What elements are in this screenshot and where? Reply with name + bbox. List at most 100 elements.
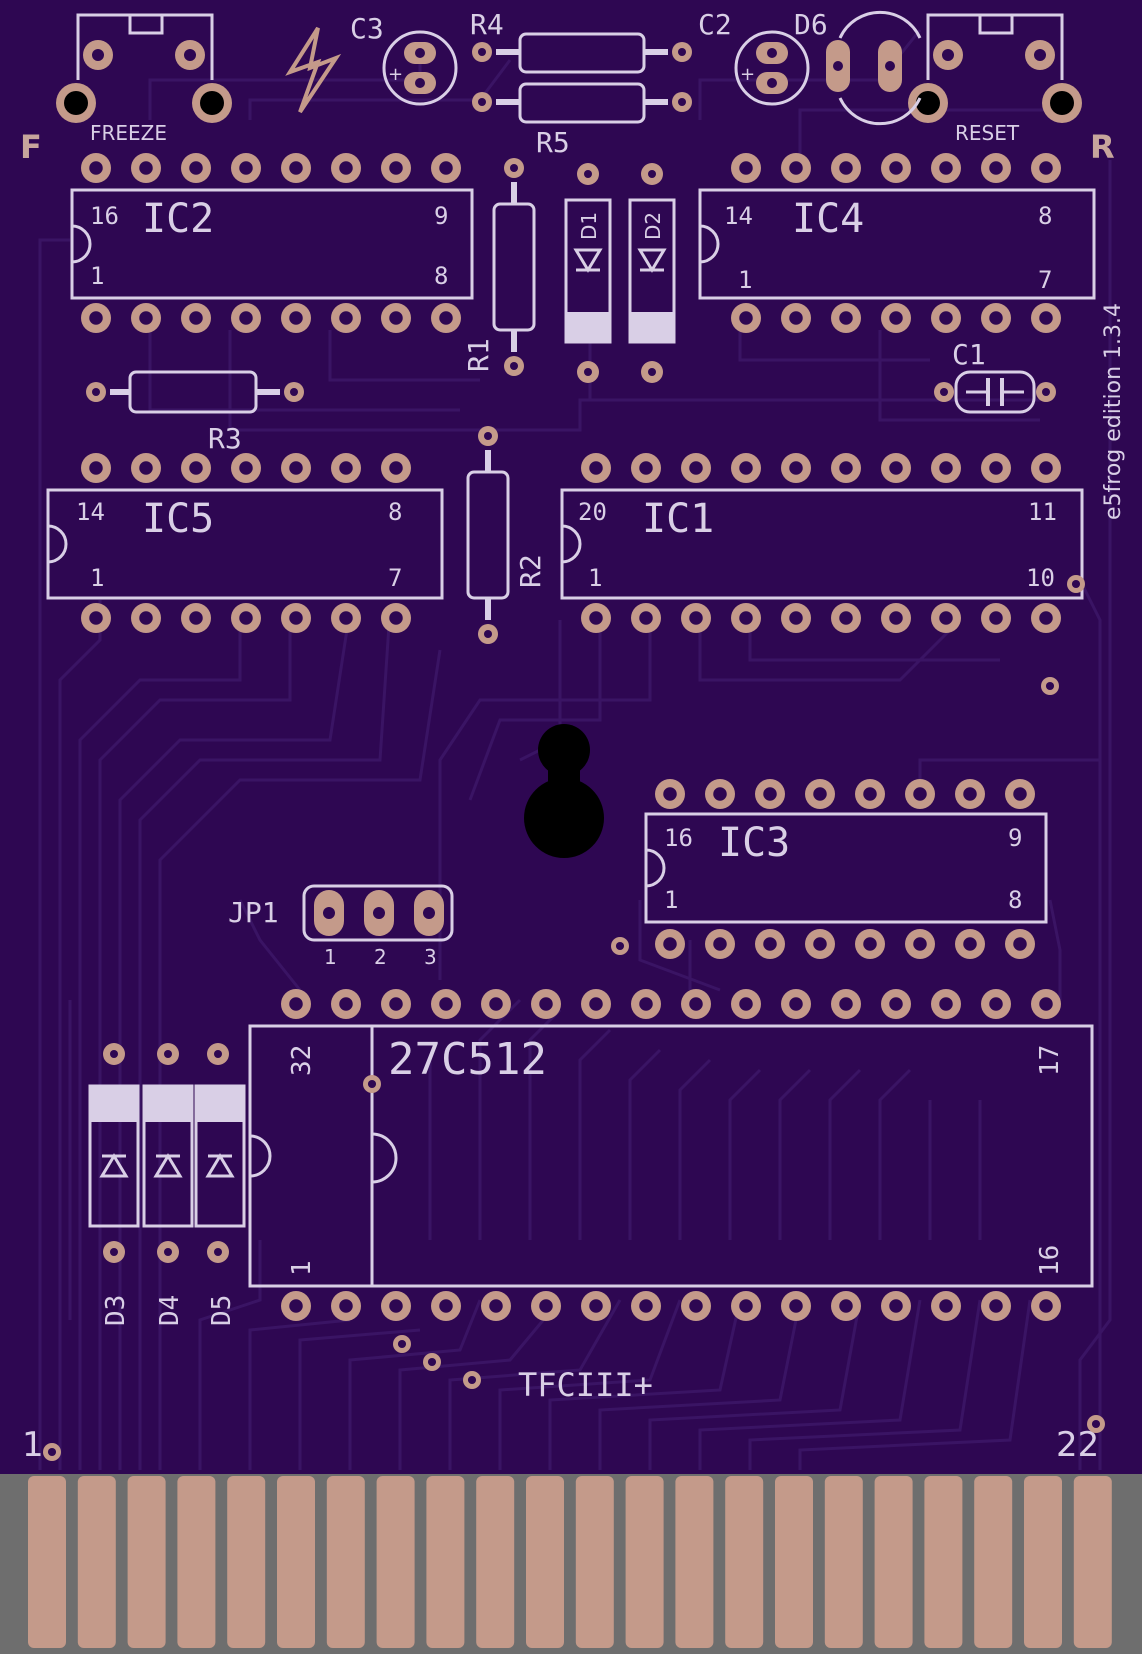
svg-text:+: +: [388, 64, 403, 85]
r3-label: R3: [208, 422, 242, 455]
pad-hole: [913, 787, 927, 801]
resistor-r5: [472, 82, 692, 124]
edge-finger: [28, 1476, 66, 1648]
ic3-footprint: [644, 812, 1048, 924]
d6-label: D6: [794, 8, 828, 41]
jumper-jp1: [302, 884, 454, 942]
edge-finger: [775, 1476, 813, 1648]
pad-hole: [789, 311, 803, 325]
d1-label: D1: [577, 212, 601, 240]
jp1-pin3: 3: [424, 945, 437, 969]
r2-label: R2: [514, 554, 547, 588]
pad-hole: [639, 1299, 653, 1313]
pad-hole: [367, 1079, 377, 1089]
lightning-icon: [285, 26, 342, 114]
pad-hole: [963, 787, 977, 801]
pad-hole: [339, 461, 353, 475]
ic4-pin8: 8: [1038, 202, 1052, 230]
ic2-pin8: 8: [434, 262, 448, 290]
pad-hole: [89, 311, 103, 325]
pad-hole: [989, 161, 1003, 175]
freeze-button-footprint: [56, 13, 232, 123]
pad-hole: [439, 1299, 453, 1313]
pad-hole: [713, 937, 727, 951]
pad-hole: [1039, 461, 1053, 475]
c3-label: C3: [350, 12, 384, 45]
c2-label: C2: [698, 8, 732, 41]
pad-hole: [739, 1299, 753, 1313]
pad-hole: [813, 937, 827, 951]
pad-hole: [339, 611, 353, 625]
pad-hole: [397, 1339, 407, 1349]
pad-hole: [763, 787, 777, 801]
pad-hole: [839, 311, 853, 325]
ic1-footprint: [560, 488, 1084, 600]
pad-hole: [863, 937, 877, 951]
pad-hole: [89, 461, 103, 475]
edge-finger: [476, 1476, 515, 1648]
pad-hole: [89, 161, 103, 175]
svg-text:+: +: [740, 64, 755, 85]
eprom-pin16: 16: [1035, 1245, 1065, 1276]
pad-hole: [789, 461, 803, 475]
pad-hole: [389, 611, 403, 625]
pad-hole: [1039, 611, 1053, 625]
eprom-pin32: 32: [287, 1045, 317, 1076]
pad-hole: [713, 787, 727, 801]
ic2-pin9: 9: [434, 202, 448, 230]
pad-hole: [389, 461, 403, 475]
pad-hole: [789, 1299, 803, 1313]
ic2-footprint: [70, 188, 474, 300]
pad-hole: [839, 461, 853, 475]
pad-hole: [467, 1375, 477, 1385]
ic4-label: IC4: [792, 196, 864, 242]
pad-hole: [289, 161, 303, 175]
pad-hole: [989, 997, 1003, 1011]
ic1-pin1: 1: [588, 564, 602, 592]
diode-d2: [628, 163, 676, 383]
pad-hole: [439, 311, 453, 325]
pad-hole: [663, 937, 677, 951]
r1-label: R1: [462, 338, 495, 372]
edge-finger: [227, 1476, 266, 1648]
edge-finger: [575, 1476, 614, 1648]
edition-label: e5frog edition 1.3.4: [1101, 303, 1126, 520]
pad-hole: [139, 311, 153, 325]
ic4-pin7: 7: [1038, 266, 1052, 294]
pad-hole: [839, 997, 853, 1011]
edge-finger: [1073, 1476, 1112, 1648]
eprom-label: 27C512: [388, 1034, 547, 1085]
pad-hole: [427, 1357, 437, 1367]
edge-finger: [426, 1476, 465, 1648]
ic1-label: IC1: [642, 496, 714, 542]
ic1-pin10: 10: [1026, 564, 1055, 592]
d2-label: D2: [641, 212, 665, 240]
pad-hole: [989, 461, 1003, 475]
ic1-pin11: 11: [1028, 498, 1057, 526]
reset-letter: R: [1090, 128, 1115, 166]
pad-hole: [47, 1447, 57, 1457]
ic2-label: IC2: [142, 196, 214, 242]
capacitor-c3: +: [382, 30, 458, 106]
edge-pin-first: 1: [22, 1425, 44, 1465]
pad-hole: [1039, 1299, 1053, 1313]
resistor-r1: [492, 158, 536, 376]
edge-finger: [625, 1476, 664, 1648]
pad-hole: [863, 787, 877, 801]
diode-d1: [564, 163, 612, 383]
pad-hole: [889, 311, 903, 325]
ic-pads: [81, 153, 1061, 1321]
pad-hole: [739, 311, 753, 325]
ic3-pin16: 16: [664, 824, 693, 852]
ic5-label: IC5: [142, 496, 214, 542]
pad-hole: [589, 1299, 603, 1313]
edge-finger: [177, 1476, 216, 1648]
pad-hole: [539, 1299, 553, 1313]
pad-hole: [763, 937, 777, 951]
eprom-pin17: 17: [1035, 1045, 1065, 1076]
pad-hole: [389, 161, 403, 175]
c1-label: C1: [952, 338, 986, 371]
diode-d5: [194, 1043, 246, 1263]
edge-finger: [376, 1476, 415, 1648]
pad-hole: [289, 1299, 303, 1313]
